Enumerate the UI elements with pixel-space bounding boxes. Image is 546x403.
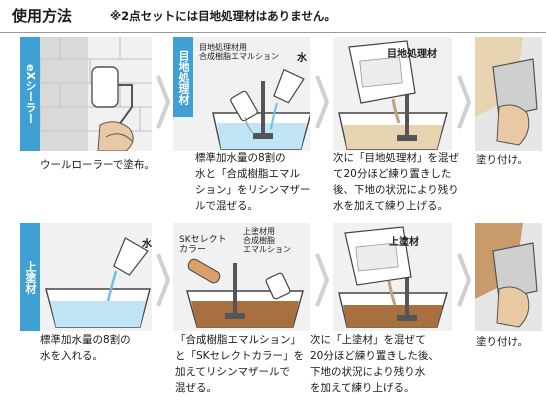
section2-step2-label-color: SKセレクト カラー bbox=[179, 235, 227, 255]
arrow-right-icon bbox=[457, 75, 472, 129]
arrow-right-icon bbox=[156, 75, 171, 129]
step2-label-water: 水 bbox=[297, 53, 307, 64]
mixing-bucket-illustration bbox=[212, 68, 310, 150]
section2-step1-caption: 標準加水量の8割の 水を入れる。 bbox=[40, 334, 131, 362]
arrow-right-icon bbox=[315, 253, 330, 307]
trowel-illustration bbox=[475, 37, 542, 151]
section2-step2-label-resin: 上塗材用 合成樹脂 エマルション bbox=[243, 227, 291, 254]
section1-step3-caption: 次に「目地処理材」を混ぜ て20分ほど練り置きした 後、下地の状況により残り 水… bbox=[333, 152, 459, 212]
water-bucket-illustration bbox=[45, 237, 151, 328]
topcoat-bag-illustration bbox=[338, 226, 448, 328]
section2-step1-label-water: 水 bbox=[142, 239, 152, 250]
page-header: 使用方法 ※2点セットには目地処理材はありません。 bbox=[0, 0, 546, 33]
section1-tab-joint-material: 目地処理材 bbox=[173, 37, 193, 117]
section2-step1-image: 水 bbox=[20, 223, 152, 331]
trowel-illustration bbox=[475, 223, 542, 331]
step2-label-resin: 目地処理材用 合成樹脂エマルション bbox=[199, 43, 279, 61]
section2-step3-image: 上塗材 bbox=[333, 223, 452, 331]
arrow-right-icon bbox=[156, 253, 171, 307]
color-mixing-illustration bbox=[186, 258, 304, 328]
section1-step2-caption: 標準加水量の8割の 水と「合成樹脂エマル ション」をリシンマザー ルで混ぜる。 bbox=[195, 152, 311, 212]
step3-label-bag: 目地処理材 bbox=[387, 49, 437, 60]
page-note: ※2点セットには目地処理材はありません。 bbox=[110, 9, 336, 23]
arrow-right-icon bbox=[457, 253, 472, 307]
section1-tab-sealer: eXシーラー bbox=[20, 37, 40, 151]
section2-step4-caption: 塗り付け。 bbox=[476, 336, 528, 348]
section2-step2-image: SKセレクト カラー 上塗材用 合成樹脂 エマルション bbox=[173, 223, 310, 331]
bag-pour-illustration bbox=[338, 40, 448, 150]
arrow-right-icon bbox=[315, 75, 330, 129]
section2-step3-caption: 次に「上塗材」を混ぜて 20分ほど練り置きした後、 下地の状況により残り水 を加… bbox=[310, 334, 439, 394]
section1-step1-image bbox=[20, 37, 152, 151]
section2-step3-label-bag: 上塗材 bbox=[389, 237, 419, 248]
section2-step4-image bbox=[475, 223, 542, 331]
section1-step4-caption: 塗り付け。 bbox=[476, 154, 528, 166]
section1-step4-image bbox=[475, 37, 542, 151]
page-title: 使用方法 bbox=[12, 7, 73, 25]
section1-step3-image: 目地処理材 bbox=[333, 37, 452, 151]
section2-tab-topcoat: 上塗材 bbox=[20, 223, 40, 331]
section2-step2-caption: 「合成樹脂エマルション」 と「SKセレクトカラー」を 加えてリシンマザールで 混… bbox=[175, 334, 305, 394]
section1-step1-caption: ウールローラーで塗布。 bbox=[40, 159, 155, 171]
section1-step2-image: 目地処理材用 合成樹脂エマルション 水 bbox=[173, 37, 310, 151]
